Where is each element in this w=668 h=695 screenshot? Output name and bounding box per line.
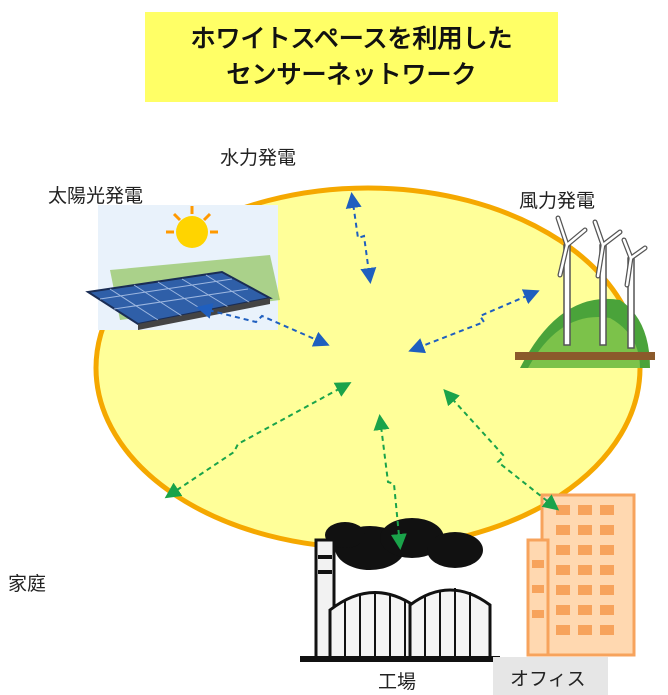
wind-turbine-icon — [515, 215, 655, 368]
solar-panel-icon — [85, 205, 280, 330]
link-hydro — [345, 192, 377, 284]
title-line-2: センサーネットワーク — [226, 60, 477, 89]
title-box: ホワイトスペースを利用した センサーネットワーク — [145, 12, 558, 102]
link-solar — [196, 303, 330, 347]
label-solar: 太陽光発電 — [48, 185, 144, 207]
label-hydro: 水力発電 — [220, 147, 297, 169]
label-office: オフィス — [510, 668, 586, 690]
office-building-icon — [526, 493, 636, 657]
label-factory: 工場 — [378, 671, 417, 693]
link-home — [164, 382, 352, 499]
title-line-1: ホワイトスペースを利用した — [190, 24, 513, 53]
link-office — [443, 389, 560, 511]
link-wind — [408, 289, 540, 354]
label-home: 家庭 — [8, 573, 47, 595]
link-factory — [373, 414, 407, 550]
office-label-background — [493, 657, 608, 695]
label-wind: 風力発電 — [519, 190, 596, 212]
